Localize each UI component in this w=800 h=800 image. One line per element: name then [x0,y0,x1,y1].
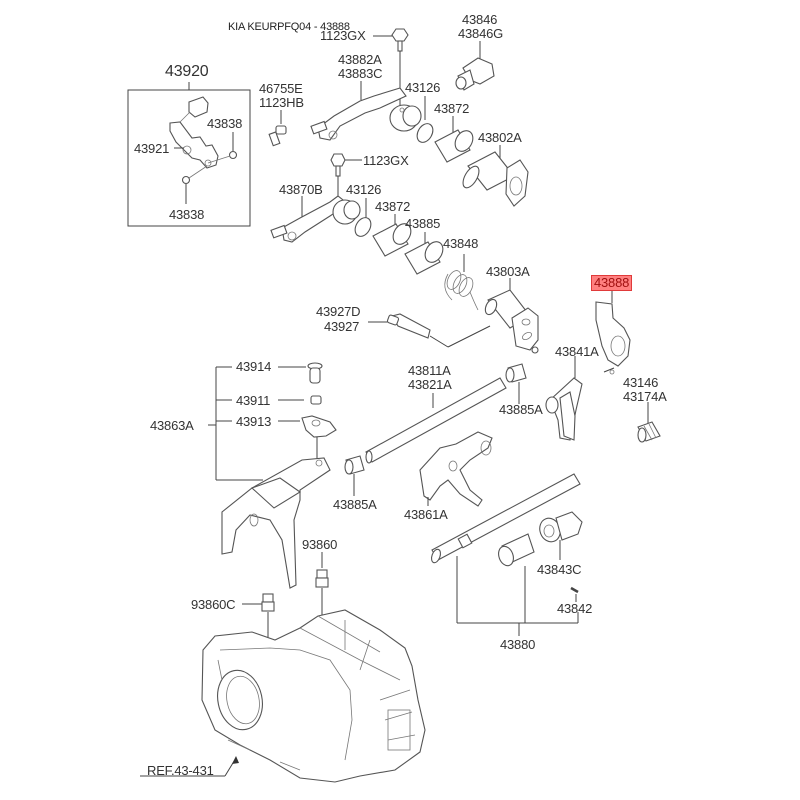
label-43838-bottom[interactable]: 43838 [169,207,205,222]
label-43146[interactable]: 43146 [623,375,659,390]
part-43861A-fork[interactable] [419,431,493,507]
label-43842[interactable]: 43842 [557,601,593,616]
label-ref-43-431[interactable]: REF.43-431 [147,763,214,778]
label-1123GX-mid[interactable]: 1123GX [363,153,409,168]
part-43841A-fork[interactable] [545,356,583,441]
part-43872-bushing-mid[interactable] [372,214,414,257]
label-43888-highlighted[interactable]: 43888 [591,275,633,291]
label-43872-top[interactable]: 43872 [434,101,470,116]
label-46755E[interactable]: 46755E [259,81,303,96]
label-43821A[interactable]: 43821A [408,377,452,392]
ref-arrow [140,756,239,777]
label-43843C[interactable]: 43843C [537,562,582,577]
part-43921-bracket[interactable] [169,121,219,169]
label-43882A[interactable]: 43882A [338,52,382,67]
label-43921[interactable]: 43921 [134,141,170,156]
part-43126-oring-mid[interactable] [352,198,374,239]
part-43885A-bushing-left[interactable] [344,455,365,496]
label-43911[interactable]: 43911 [236,393,271,408]
label-43811A[interactable]: 43811A [408,363,451,378]
label-43885A-left[interactable]: 43885A [333,497,377,512]
label-43846G[interactable]: 43846G [458,26,504,41]
part-43842-pin[interactable] [570,586,579,602]
label-43848[interactable]: 43848 [443,236,479,251]
part-43913-plate[interactable] [301,415,337,460]
part-43882A-lever[interactable] [310,81,422,141]
part-43888-guide[interactable] [595,290,631,375]
label-1123GX-top[interactable]: 1123GX [320,28,366,43]
label-93860C[interactable]: 93860C [191,597,236,612]
part-43843C-collar[interactable] [536,511,583,545]
part-43914-pin[interactable] [307,362,323,384]
label-43914[interactable]: 43914 [236,359,272,374]
part-43838-washer-bottom[interactable] [181,175,191,185]
label-43927D[interactable]: 43927D [316,304,361,319]
label-43174A[interactable]: 43174A [623,389,667,404]
label-1123HB[interactable]: 1123HB [259,95,304,110]
part-43863A-fork[interactable] [221,457,331,589]
label-43838-top[interactable]: 43838 [207,116,243,131]
label-43880[interactable]: 43880 [500,637,536,652]
part-43880-shaft[interactable] [430,473,581,564]
label-43126-mid[interactable]: 43126 [346,182,382,197]
label-43803A[interactable]: 43803A [486,264,530,279]
part-43126-oring-top[interactable] [414,96,436,145]
part-43872-bushing-top[interactable] [434,116,476,163]
label-43885[interactable]: 43885 [405,216,441,231]
label-43883C[interactable]: 43883C [338,66,383,81]
label-43927[interactable]: 43927 [324,319,360,334]
part-43838-washer-top[interactable] [228,150,238,160]
part-93860C-sensor[interactable] [242,593,275,640]
label-43802A[interactable]: 43802A [478,130,522,145]
label-43846[interactable]: 43846 [462,12,498,27]
assembly-43863A-bracket [208,366,306,481]
label-43913[interactable]: 43913 [236,414,272,429]
part-43848-spring[interactable] [444,254,479,311]
label-43870B[interactable]: 43870B [279,182,323,197]
diagram-title: KIA KEURPFQ04 - 43888 [228,21,350,33]
part-43927-plug[interactable] [368,313,491,348]
part-43880-sleeve[interactable] [496,533,535,568]
assembly-43880-bracket [456,556,579,636]
label-43863A[interactable]: 43863A [150,418,194,433]
part-43885A-bushing-right[interactable] [505,363,527,404]
transmission-case[interactable] [201,609,426,783]
part-43146-bearing[interactable] [637,402,661,443]
label-43861A[interactable]: 43861A [404,507,448,522]
label-93860[interactable]: 93860 [302,537,338,552]
part-43846-switch[interactable] [455,41,495,91]
assembly-43920-group [127,82,251,227]
label-43841A[interactable]: 43841A [555,344,599,359]
label-43872-mid[interactable]: 43872 [375,199,411,214]
label-43920[interactable]: 43920 [165,63,209,80]
part-43870B-lever[interactable] [270,195,361,243]
part-43885-bushing[interactable] [404,232,446,275]
label-43885A-right[interactable]: 43885A [499,402,543,417]
part-43911-spring[interactable] [310,395,322,405]
label-43126-top[interactable]: 43126 [405,80,441,95]
part-43803A-shaft[interactable] [483,278,539,354]
part-46755E-bolt[interactable] [268,110,287,147]
part-43811A-rail[interactable] [365,377,507,464]
part-1123GX-bolt-top[interactable] [373,28,409,120]
part-43802A-shaft[interactable] [460,145,529,207]
